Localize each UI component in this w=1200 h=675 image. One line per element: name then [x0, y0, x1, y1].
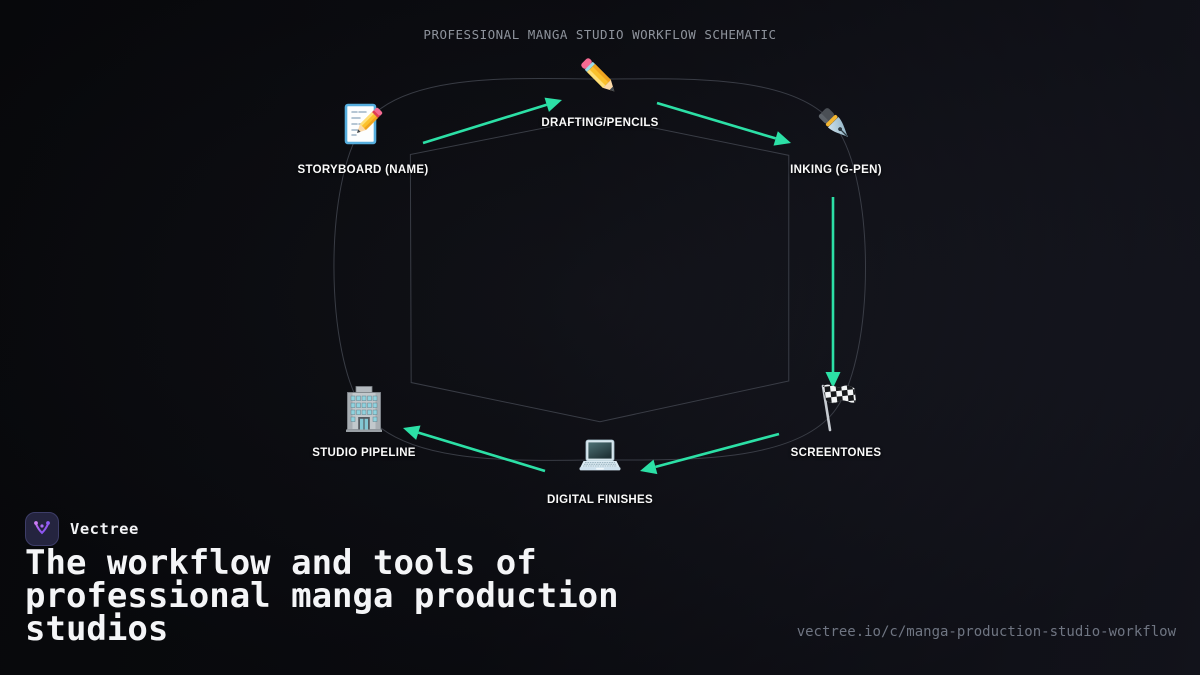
- checkered-flag-icon: [810, 381, 862, 437]
- brand: Vectree: [25, 512, 139, 546]
- laptop-icon: [575, 433, 625, 487]
- pencil-icon: [573, 50, 627, 108]
- node-label-storyboard: STORYBOARD (NAME): [297, 164, 429, 176]
- pen-nib-icon: [810, 99, 862, 155]
- node-label-screentones: SCREENTONES: [790, 447, 882, 459]
- node-label-inking: INKING (G-PEN): [790, 164, 882, 176]
- footer-url-link[interactable]: vectree.io/c/manga-production-studio-wor…: [796, 624, 1176, 640]
- page-title: The workflow and tools of professional m…: [25, 543, 619, 649]
- vectree-branch-icon: [25, 512, 59, 546]
- node-label-studio: STUDIO PIPELINE: [312, 447, 416, 459]
- schematic-title: PROFESSIONAL MANGA STUDIO WORKFLOW SCHEM…: [423, 27, 777, 42]
- brand-name: Vectree: [70, 520, 139, 538]
- memo-icon: [339, 99, 387, 153]
- office-building-icon: [339, 384, 389, 438]
- node-label-digital: DIGITAL FINISHES: [547, 494, 653, 506]
- node-label-drafting: DRAFTING/PENCILS: [541, 117, 659, 129]
